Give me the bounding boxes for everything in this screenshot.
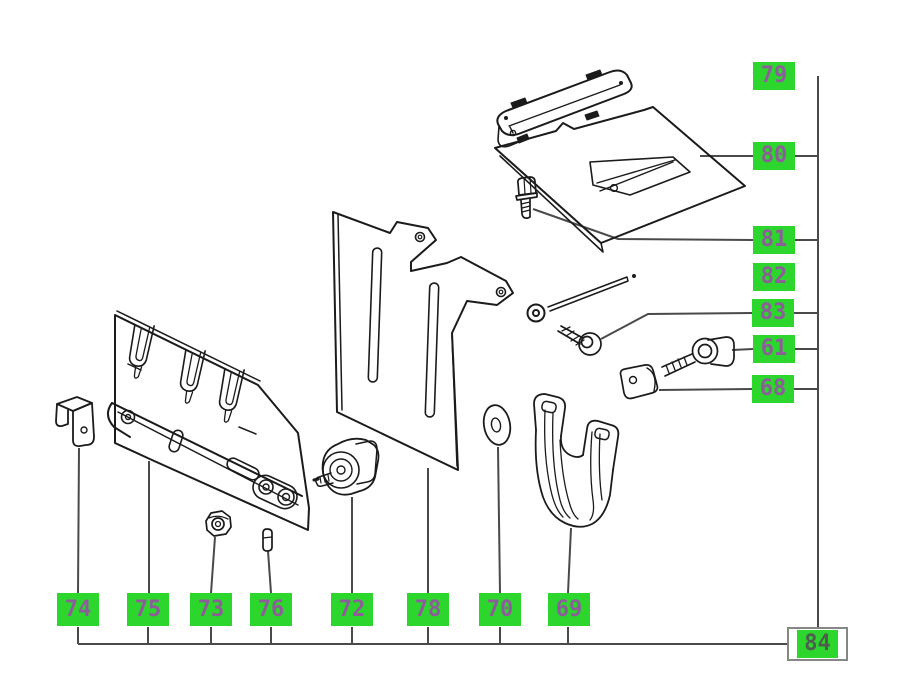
part-label-68[interactable]: 68	[752, 375, 794, 403]
leader-lines	[77, 76, 819, 645]
leader-61	[731, 348, 818, 351]
part-drawing-74	[55, 396, 95, 448]
part-label-76[interactable]: 76	[250, 593, 292, 626]
part-drawing-81	[515, 176, 538, 220]
leader-74	[77, 447, 80, 594]
part-label-79[interactable]: 79	[753, 62, 795, 90]
part-drawing-72	[312, 437, 380, 496]
part-drawing-69	[533, 393, 620, 528]
part-label-61[interactable]: 61	[753, 335, 795, 363]
part-drawing-76	[262, 528, 273, 552]
part-drawing-70	[482, 404, 512, 446]
part-label-81[interactable]: 81	[753, 226, 795, 254]
part-label-74[interactable]: 74	[57, 593, 99, 626]
part-label-80[interactable]: 80	[753, 142, 795, 170]
part-drawing-79	[496, 69, 633, 148]
part-label-82[interactable]: 82	[753, 263, 795, 291]
part-drawing-61	[661, 336, 735, 377]
part-label-75[interactable]: 75	[127, 593, 169, 626]
part-drawing-78	[332, 211, 514, 471]
parts-line-art	[55, 69, 746, 552]
part-drawing-68	[619, 364, 659, 400]
part-drawing-73	[205, 510, 232, 537]
part-label-72[interactable]: 72	[331, 593, 373, 626]
part-drawing-83	[557, 325, 602, 356]
part-label-73[interactable]: 73	[190, 593, 232, 626]
leader-70	[497, 446, 501, 594]
part-label-84-text: 84	[797, 630, 838, 658]
label-to-bus-segments	[77, 627, 569, 644]
leader-83	[600, 312, 818, 340]
part-label-83[interactable]: 83	[752, 299, 794, 327]
part-label-78[interactable]: 78	[407, 593, 449, 626]
part-label-70[interactable]: 70	[479, 593, 521, 626]
leader-76	[267, 550, 272, 594]
part-drawing-75	[107, 310, 310, 531]
leader-81	[532, 208, 818, 241]
part-drawing-82	[526, 274, 636, 323]
part-label-69[interactable]: 69	[548, 593, 590, 626]
leader-69	[567, 527, 572, 594]
part-label-84-selected[interactable]: 84	[787, 627, 848, 661]
part-drawing-80	[494, 106, 746, 253]
leader-73	[210, 536, 216, 594]
leader-68	[658, 388, 818, 391]
